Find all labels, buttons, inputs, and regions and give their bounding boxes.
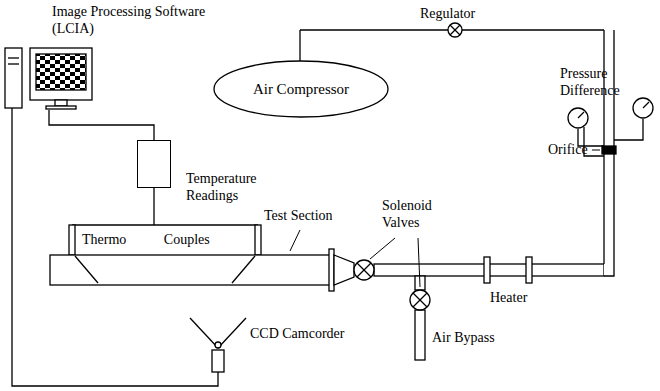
bypass-label: Air Bypass	[432, 330, 495, 347]
leader-lines	[290, 150, 600, 287]
camcorder-label: CCD Camcorder	[250, 326, 344, 343]
test-section-pipe	[50, 249, 354, 291]
signal-wire	[49, 110, 154, 140]
node-text: Air Compressor	[253, 80, 349, 98]
computer-symbol	[5, 48, 92, 109]
gauge-label: Pressure Difference	[560, 66, 640, 100]
regulator-label: Regulator	[420, 6, 475, 23]
orifice-label: Orifice	[548, 142, 588, 159]
node-text: Image Processing Software (LCIA)	[52, 4, 217, 38]
thermocouple-label: Thermo Couples	[82, 232, 210, 249]
ccd-camcorder-symbol	[190, 318, 246, 372]
section-label: Test Section	[264, 208, 333, 225]
readings-box: Temperature Readings	[137, 140, 171, 188]
compressor-ellipse: Air Compressor	[213, 60, 389, 118]
heater-label: Heater	[490, 290, 527, 307]
computer-node: Image Processing Software (LCIA)	[4, 46, 94, 110]
camera-wire	[12, 108, 218, 386]
valve-label: Solenoid Valves	[382, 198, 452, 232]
node-text: Temperature Readings	[186, 171, 296, 205]
valve-symbols	[354, 23, 462, 310]
